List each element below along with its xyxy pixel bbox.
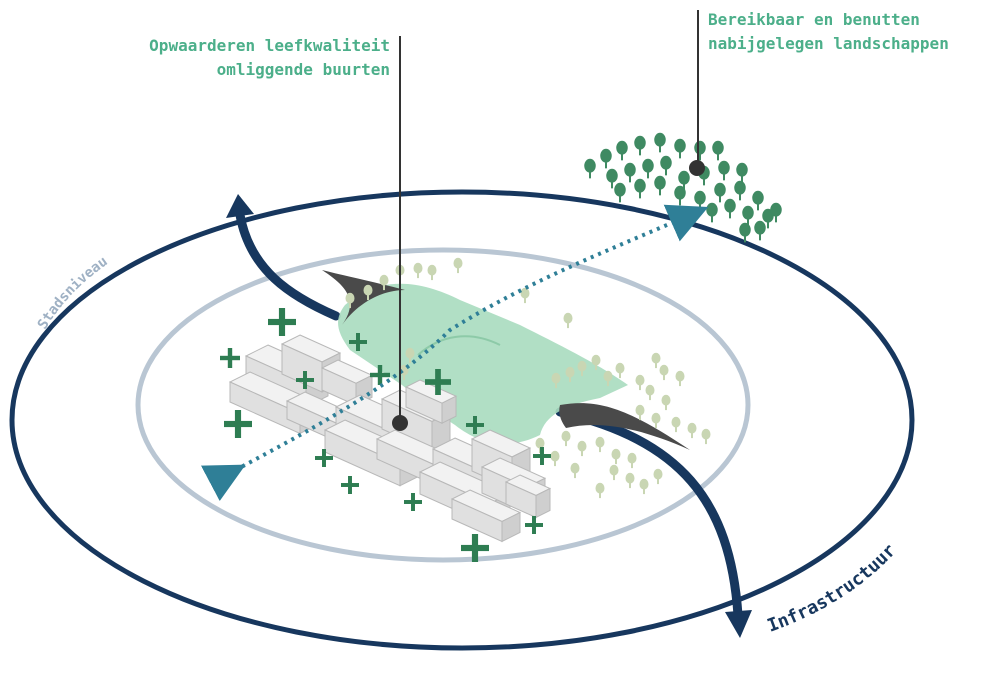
tree-icon: [609, 464, 619, 481]
tree-icon: [770, 202, 782, 223]
tree-icon: [718, 160, 730, 181]
tree-icon: [653, 468, 663, 485]
tree-icon: [634, 178, 646, 199]
plus-icon: [268, 308, 296, 336]
tree-icon: [561, 430, 571, 447]
annotation-right-line2: nabijgelegen landschappen: [708, 34, 949, 53]
tree-icon: [611, 448, 621, 465]
tree-icon: [706, 202, 718, 223]
tree-icon: [675, 370, 685, 387]
tree-icon: [671, 416, 681, 433]
outer-ring-label: Stadsniveau: [35, 253, 111, 332]
pin-left-icon: [392, 415, 408, 431]
tree-icon: [754, 220, 766, 241]
plus-icon: [224, 410, 252, 438]
tree-icon: [674, 138, 686, 159]
pin-right-icon: [689, 160, 705, 176]
plus-icon: [533, 447, 551, 465]
tree-icon: [520, 287, 530, 304]
tree-icon: [724, 198, 736, 219]
tree-icon: [577, 440, 587, 457]
tree-icon: [651, 352, 661, 369]
plus-icon: [404, 493, 422, 511]
tree-icon: [654, 132, 666, 153]
plus-icon: [341, 476, 359, 494]
tree-icon: [624, 162, 636, 183]
tree-icon: [600, 148, 612, 169]
tree-icon: [595, 482, 605, 499]
dotted-axis: [200, 204, 709, 502]
tree-icon: [635, 404, 645, 421]
tree-icon: [584, 158, 596, 179]
annotation-left-line1: Opwaarderen leefkwaliteit: [149, 36, 390, 55]
tree-icon: [615, 362, 625, 379]
tree-icon: [642, 158, 654, 179]
annotation-left: Opwaarderen leefkwaliteit omliggende buu…: [149, 34, 390, 82]
arrow-up-left-head-icon: [226, 194, 254, 218]
tree-icon: [661, 394, 671, 411]
annotation-right: Bereikbaar en benutten nabijgelegen land…: [708, 8, 949, 56]
tree-icon: [651, 412, 661, 429]
tree-icon: [550, 450, 560, 467]
outer-ring: [9, 189, 915, 651]
tree-icon: [687, 422, 697, 439]
arrow-down-right: [555, 407, 743, 620]
tree-icon: [742, 205, 754, 226]
tree-icon: [413, 262, 423, 279]
tree-icon: [606, 168, 618, 189]
tree-icon: [563, 312, 573, 329]
tree-icon: [453, 257, 463, 274]
tree-icon: [734, 180, 746, 201]
tree-icon: [645, 384, 655, 401]
plus-icon: [525, 516, 543, 534]
arrow-down-right-head-icon: [725, 610, 752, 638]
tree-icon: [701, 428, 711, 445]
tree-icon: [752, 190, 764, 211]
annotation-left-line2: omliggende buurten: [216, 60, 390, 79]
tree-icon: [427, 264, 437, 281]
tree-icon: [694, 190, 706, 211]
tree-icon: [659, 364, 669, 381]
tree-icon: [634, 135, 646, 156]
tree-icon: [674, 185, 686, 206]
tree-icon: [639, 478, 649, 495]
arrow-up-left: [235, 210, 341, 321]
tree-icon: [635, 374, 645, 391]
tree-icon: [694, 140, 706, 161]
tree-icon: [570, 462, 580, 479]
tree-icon: [660, 155, 672, 176]
infrastructure-label: Infrastructuur: [765, 540, 901, 637]
tree-icon: [654, 175, 666, 196]
tree-icon: [595, 436, 605, 453]
plus-icon: [461, 534, 489, 562]
tree-icon: [714, 182, 726, 203]
tree-icon: [625, 472, 635, 489]
tree-icon: [678, 170, 690, 191]
tree-icon: [739, 222, 751, 243]
tree-icon: [616, 140, 628, 161]
plus-icon: [220, 348, 240, 368]
tree-icon: [712, 140, 724, 161]
tree-icon: [736, 162, 748, 183]
annotation-right-line1: Bereikbaar en benutten: [708, 10, 920, 29]
tree-icon: [627, 452, 637, 469]
tree-icon: [614, 182, 626, 203]
